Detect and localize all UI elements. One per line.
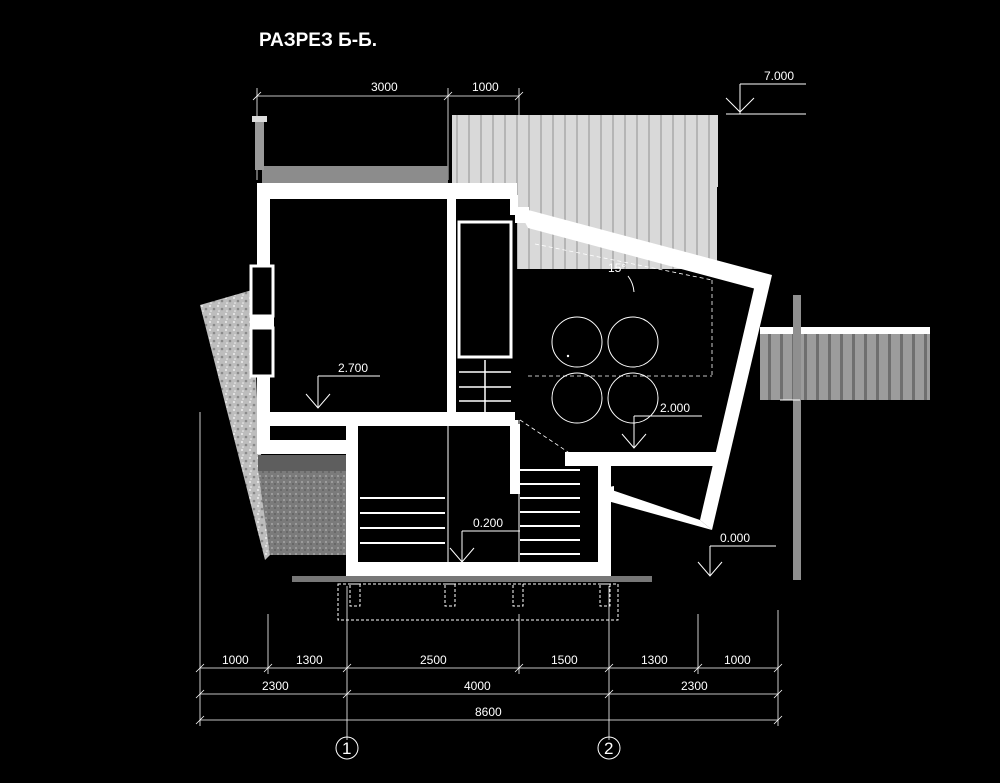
top-dim-3000: 3000 [371, 80, 398, 94]
foundation [337, 583, 619, 621]
dim-row2-0: 2300 [262, 679, 289, 693]
bottom-dimensions: 1000 1300 2500 1500 1300 1000 2300 4000 … [195, 412, 783, 740]
ground-line [292, 576, 652, 582]
upper-facade [452, 115, 718, 187]
level-0200: 0.200 [473, 516, 503, 530]
dim-row1-2: 2500 [420, 653, 447, 667]
top-dim-1000: 1000 [472, 80, 499, 94]
level-2000-marker: 2.000 [621, 401, 702, 449]
terrace-deck [760, 330, 930, 400]
dim-total: 8600 [475, 705, 502, 719]
axis-marker-2: 2 [597, 736, 621, 760]
top-dimensions: 3000 1000 [252, 80, 524, 180]
dim-row1-4: 1300 [641, 653, 668, 667]
drawing-title: РАЗРЕЗ Б-Б. [259, 30, 377, 51]
dim-row2-2: 2300 [681, 679, 708, 693]
level-roof: 7.000 [764, 69, 794, 83]
angle-label: 15° [608, 261, 626, 275]
svg-text:2: 2 [604, 739, 613, 758]
svg-text:1: 1 [342, 739, 351, 758]
level-2700: 2.700 [338, 361, 368, 375]
level-0000-marker: 0.000 [697, 531, 776, 577]
dim-row1-0: 1000 [222, 653, 249, 667]
dim-row2-1: 4000 [464, 679, 491, 693]
axis-marker-1: 1 [335, 736, 359, 760]
level-2700-marker: 2.700 [305, 361, 380, 409]
dim-row1-1: 1300 [296, 653, 323, 667]
level-0200-marker: 0.200 [449, 516, 520, 563]
section-walls [249, 183, 772, 576]
level-roof-marker: 7.000 [725, 69, 806, 115]
dim-row1-5: 1000 [724, 653, 751, 667]
dim-row1-3: 1500 [551, 653, 578, 667]
level-2000: 2.000 [660, 401, 690, 415]
level-0000: 0.000 [720, 531, 750, 545]
